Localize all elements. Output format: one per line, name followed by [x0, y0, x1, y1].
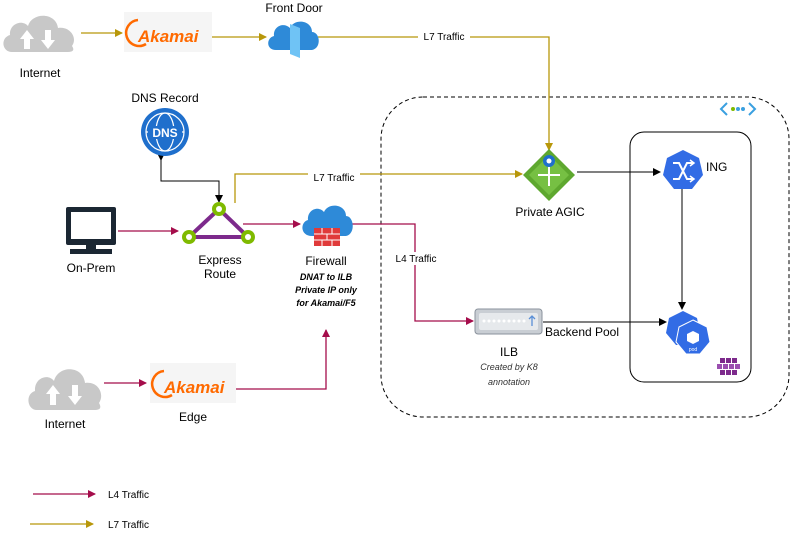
load-balancer-icon: [474, 308, 543, 335]
svg-text:Akamai: Akamai: [163, 378, 226, 397]
ing-label: ING: [706, 160, 727, 174]
vnet-icon: [719, 102, 757, 116]
cloud-updown-icon: [28, 369, 102, 410]
express-route-label-1: Express: [198, 253, 241, 267]
akamai-logo-icon: Akamai: [150, 369, 226, 399]
firewall-note-2: Private IP only: [295, 285, 358, 295]
aks-cluster-boundary: [629, 131, 752, 383]
akamai-logo-icon: Akamai: [124, 18, 200, 48]
firewall-label: Firewall: [305, 254, 346, 268]
akamai-edge-node[interactable]: Akamai Edge: [150, 363, 236, 424]
firewall-node[interactable]: Firewall DNAT to ILB Private IP only for…: [295, 205, 358, 308]
private-agic-node[interactable]: Private AGIC: [515, 149, 585, 219]
backend-pool-label: Backend Pool: [545, 325, 619, 339]
edge-label-l7-mid: L7 Traffic: [314, 173, 355, 184]
on-prem-label: On-Prem: [67, 261, 116, 275]
kubernetes-pod-icon: pod: [666, 311, 711, 355]
edge-expressroute-to-agic: [234, 170, 523, 203]
edge-label-l7-top: L7 Traffic: [424, 32, 465, 43]
legend-l7-label: L7 Traffic: [108, 520, 149, 531]
ilb-note-2: annotation: [488, 377, 530, 387]
svg-text:DNS: DNS: [152, 126, 177, 140]
dns-record-node[interactable]: DNS Record DNS: [131, 91, 199, 156]
pods-node[interactable]: pod: [666, 311, 711, 355]
firewall-note-3: for Akamai/F5: [296, 298, 356, 308]
express-route-node[interactable]: Express Route: [182, 202, 255, 281]
private-agic-label: Private AGIC: [515, 205, 585, 219]
edge-dns-expressroute: [157, 153, 223, 203]
edge-firewall-to-ilb: [350, 223, 474, 325]
edge-frontdoor-to-agic: [318, 36, 553, 151]
express-route-label-2: Route: [204, 267, 236, 281]
svg-text:pod: pod: [689, 347, 698, 353]
front-door-label: Front Door: [265, 1, 322, 15]
vnet-boundary: [380, 96, 790, 418]
front-door-icon: [268, 21, 319, 58]
ilb-note-1: Created by K8: [480, 362, 538, 372]
internet-bottom-label: Internet: [45, 417, 86, 431]
application-gateway-icon: [523, 149, 575, 201]
ing-node[interactable]: ING: [663, 150, 727, 189]
edge-label-l4-mid: L4 Traffic: [396, 254, 437, 265]
dns-record-label: DNS Record: [131, 91, 198, 105]
computer-monitor-icon: [66, 207, 116, 254]
internet-bottom-node[interactable]: Internet: [28, 369, 102, 431]
ingress-icon: [663, 150, 703, 189]
front-door-node[interactable]: Front Door: [265, 1, 323, 58]
internet-top-label: Internet: [20, 66, 61, 80]
internet-top-node[interactable]: Internet: [3, 15, 75, 80]
firewall-icon: [302, 205, 353, 246]
akamai-top-node[interactable]: Akamai: [124, 12, 212, 52]
aks-cluster-icon: [717, 358, 740, 375]
edge-label: Edge: [179, 410, 207, 424]
edge-akamai-to-firewall: [236, 329, 330, 390]
svg-text:Akamai: Akamai: [137, 27, 200, 46]
dns-globe-icon: DNS: [141, 108, 189, 156]
ilb-node[interactable]: ILB Created by K8 annotation: [474, 308, 543, 387]
firewall-note-1: DNAT to ILB: [300, 272, 353, 282]
ilb-label: ILB: [500, 345, 518, 359]
express-route-icon: [182, 202, 255, 244]
legend: L4 Traffic L7 Traffic: [30, 490, 149, 531]
on-prem-node[interactable]: On-Prem: [66, 207, 116, 275]
legend-l4-label: L4 Traffic: [108, 490, 149, 501]
cloud-updown-icon: [3, 15, 75, 52]
